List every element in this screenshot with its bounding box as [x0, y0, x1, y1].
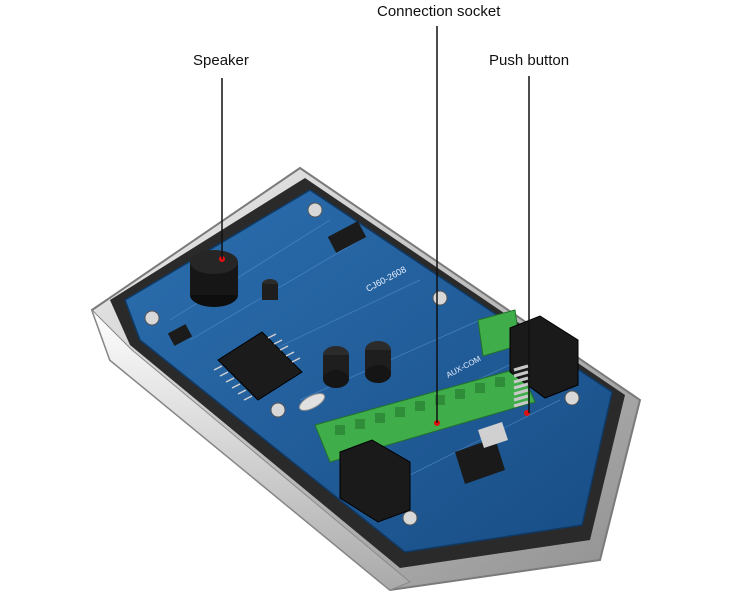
push-button-spring — [513, 364, 529, 408]
capacitors — [262, 279, 391, 388]
crystal — [298, 393, 326, 411]
small-ic — [327, 221, 367, 253]
small-ic-left — [167, 324, 193, 346]
speaker-label: Speaker — [193, 52, 249, 69]
connection-socket-label: Connection socket — [377, 3, 501, 20]
speaker-buzzer — [190, 250, 238, 307]
terminal-block-main — [314, 367, 536, 463]
rj-connector-left — [339, 439, 411, 523]
mcu-chip — [213, 331, 303, 401]
push-button-label: Push button — [489, 52, 570, 69]
callout-lines — [221, 26, 530, 423]
voltage-regulator — [455, 422, 508, 484]
